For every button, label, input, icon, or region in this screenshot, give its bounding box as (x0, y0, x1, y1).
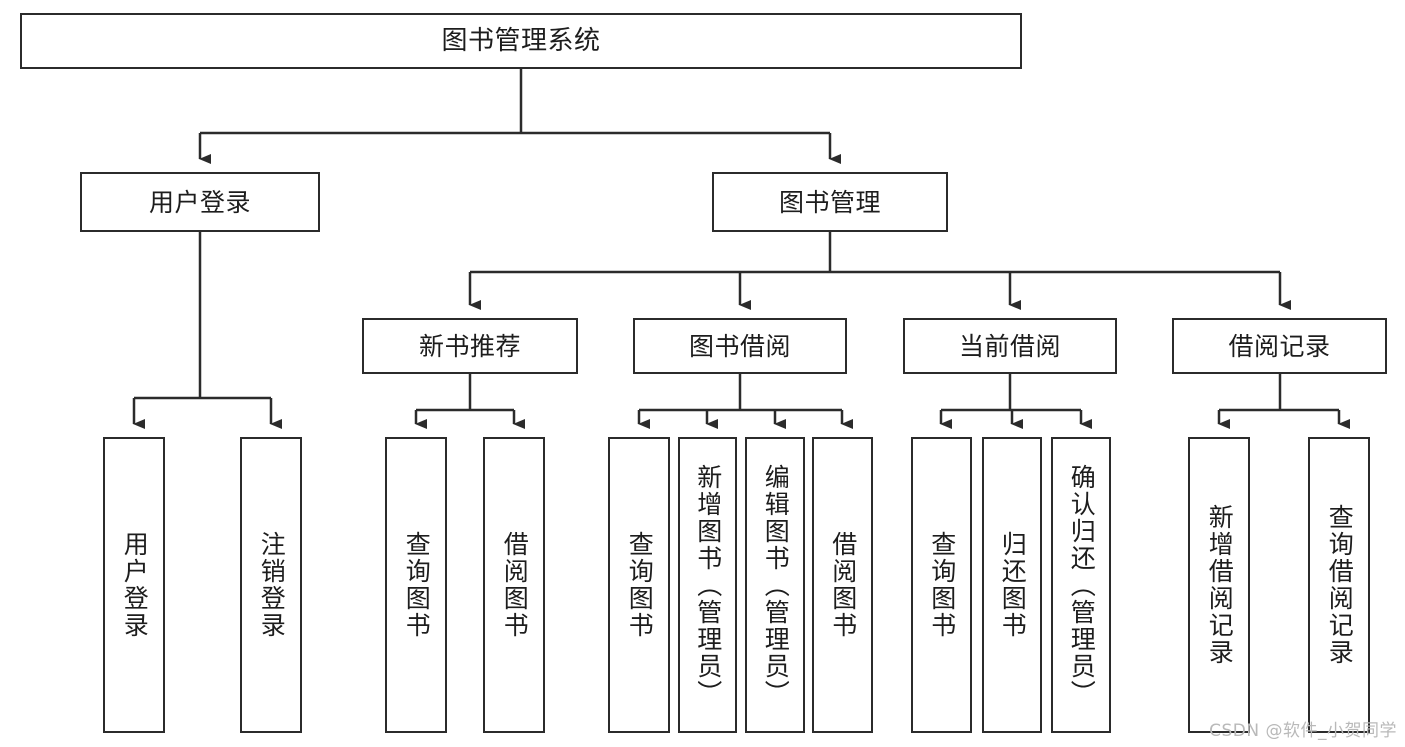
node-leaf-cur-confirm-label: 确认归还（管理员） (1067, 463, 1097, 707)
node-root-label: 图书管理系统 (441, 25, 601, 56)
node-leaf-cur-return-label: 归还图书 (998, 531, 1028, 639)
node-leaf-borrow-edit-label: 编辑图书（管理员） (761, 463, 791, 707)
node-current-borrow-label: 当前借阅 (958, 331, 1061, 361)
csdn-watermark: CSDN @软件_小贺同学 (1209, 721, 1397, 741)
node-leaf-user-login-label: 用户登录 (120, 531, 150, 639)
node-leaf-user-logout: 注销登录 (240, 437, 302, 733)
node-new-book-rec-label: 新书推荐 (418, 331, 521, 361)
node-book-borrow-label: 图书借阅 (688, 331, 791, 361)
node-leaf-cur-query-label: 查询图书 (927, 531, 957, 639)
node-current-borrow: 当前借阅 (903, 318, 1117, 374)
node-leaf-rec-query: 查询图书 (385, 437, 447, 733)
node-leaf-rec-borrow: 借阅图书 (483, 437, 545, 733)
node-leaf-cur-confirm: 确认归还（管理员） (1051, 437, 1111, 733)
node-leaf-rec-borrow-label: 借阅图书 (500, 531, 530, 639)
node-new-book-rec: 新书推荐 (362, 318, 578, 374)
node-leaf-cur-return: 归还图书 (982, 437, 1042, 733)
node-leaf-borrow-add: 新增图书（管理员） (678, 437, 737, 733)
node-leaf-rec-add: 新增借阅记录 (1188, 437, 1250, 733)
node-leaf-rec-query-label: 查询图书 (402, 531, 432, 639)
node-leaf-rec-search-label: 查询借阅记录 (1325, 504, 1355, 666)
node-borrow-record-label: 借阅记录 (1228, 331, 1331, 361)
node-borrow-record: 借阅记录 (1172, 318, 1387, 374)
node-user-login-label: 用户登录 (148, 187, 251, 217)
node-book-manage: 图书管理 (712, 172, 948, 232)
node-leaf-borrow-lend: 借阅图书 (812, 437, 873, 733)
node-book-borrow: 图书借阅 (633, 318, 847, 374)
node-book-manage-label: 图书管理 (778, 187, 881, 217)
node-leaf-cur-query: 查询图书 (911, 437, 972, 733)
node-leaf-borrow-edit: 编辑图书（管理员） (745, 437, 805, 733)
node-leaf-borrow-query-label: 查询图书 (625, 531, 655, 639)
node-leaf-borrow-lend-label: 借阅图书 (828, 531, 858, 639)
node-leaf-borrow-add-label: 新增图书（管理员） (693, 463, 723, 707)
node-user-login: 用户登录 (80, 172, 320, 232)
node-leaf-rec-search: 查询借阅记录 (1308, 437, 1370, 733)
node-leaf-borrow-query: 查询图书 (608, 437, 670, 733)
node-root: 图书管理系统 (20, 13, 1022, 69)
node-leaf-rec-add-label: 新增借阅记录 (1205, 504, 1235, 666)
node-leaf-user-login: 用户登录 (103, 437, 165, 733)
node-leaf-user-logout-label: 注销登录 (257, 531, 287, 639)
